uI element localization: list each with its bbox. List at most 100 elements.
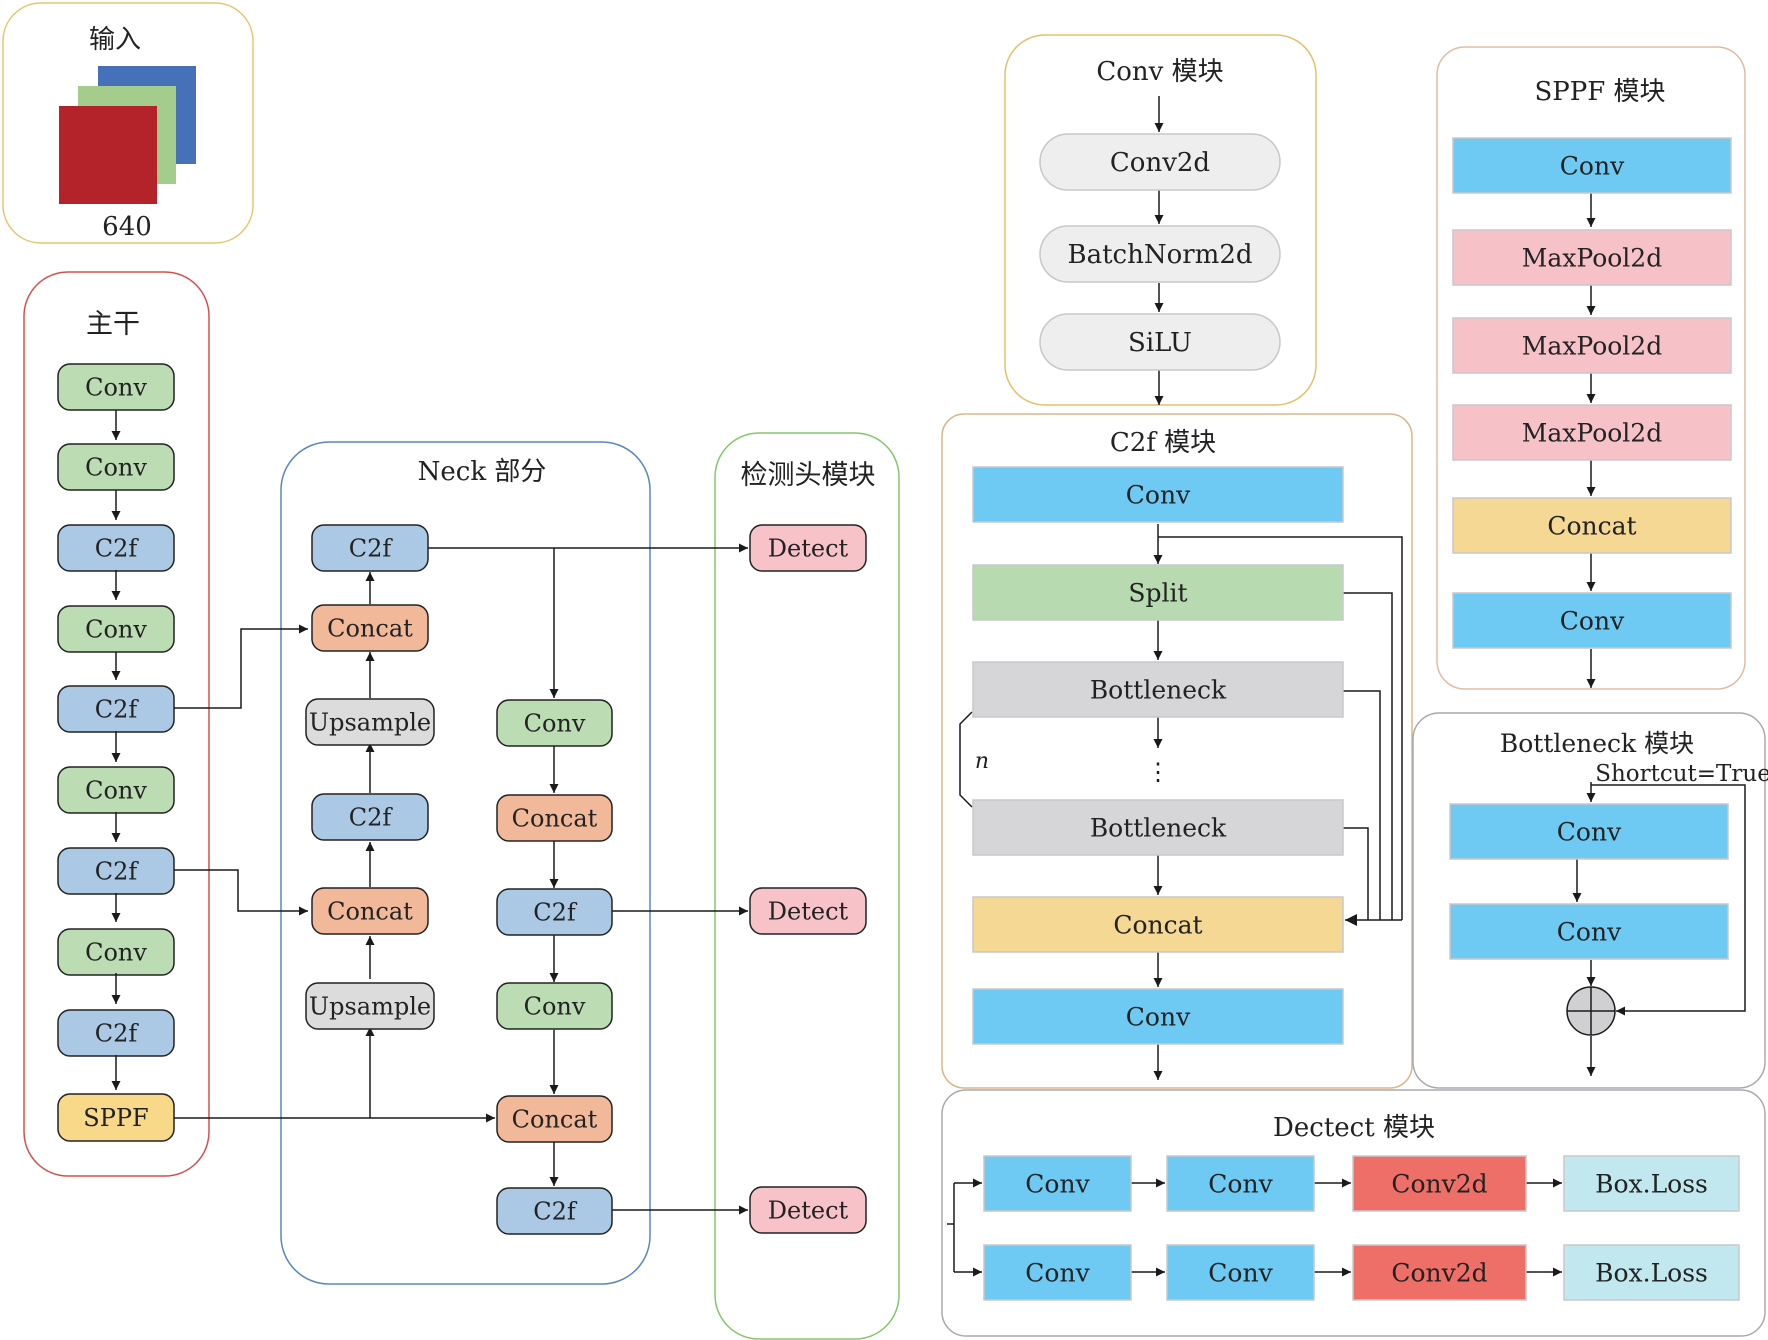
c2f-repeat-label: n xyxy=(975,749,989,774)
sppf-block-concat: Concat xyxy=(1452,497,1732,554)
detect-module-block-conv-shape xyxy=(983,1244,1132,1301)
detect-block-shape xyxy=(749,1186,867,1234)
backbone-title: 主干 xyxy=(86,309,140,340)
c2f-block-conv: Conv xyxy=(972,988,1344,1045)
neck-block-concat-label: Concat xyxy=(327,614,413,642)
c2f-block-bottleneck: Bottleneck xyxy=(972,799,1344,856)
sppf-block-maxpool2d: MaxPool2d xyxy=(1452,404,1732,461)
detect-module-block-conv: Conv xyxy=(1166,1155,1315,1212)
bottleneck-shortcut-line xyxy=(1591,784,1746,1016)
sppf-block-maxpool2d-label: MaxPool2d xyxy=(1522,331,1662,360)
detect-module-block-conv: Conv xyxy=(983,1244,1132,1301)
conv-module-title: Conv 模块 xyxy=(1096,57,1223,87)
detect-module-block-box-loss: Box.Loss xyxy=(1563,1244,1740,1301)
neck-block-conv: Conv xyxy=(496,982,613,1030)
c2f-block-bottleneck-shape xyxy=(972,799,1344,856)
neck-block-c2f-label: C2f xyxy=(349,803,394,831)
detect-module-block-conv2d-label: Conv2d xyxy=(1391,1169,1487,1198)
detect-module-block-conv-label: Conv xyxy=(1208,1258,1273,1287)
sppf-block-maxpool2d-shape xyxy=(1452,229,1732,286)
bottleneck-block-conv-label: Conv xyxy=(1557,817,1622,846)
backbone-block-c2f-label: C2f xyxy=(95,534,140,562)
detect-module-block-box-loss: Box.Loss xyxy=(1563,1155,1740,1212)
sppf-block-conv-label: Conv xyxy=(1560,606,1625,635)
detect-module-block-conv2d: Conv2d xyxy=(1352,1155,1527,1212)
detect-module-block-conv2d-label: Conv2d xyxy=(1391,1258,1487,1287)
head-panel xyxy=(714,432,900,1340)
sppf-block-concat-label: Concat xyxy=(1547,511,1636,540)
c2f-block-bottleneck-shape xyxy=(972,661,1344,718)
neck-block-upsample-shape xyxy=(305,698,435,746)
detect-module-block-conv-label: Conv xyxy=(1208,1169,1273,1198)
detect-module-block-conv: Conv xyxy=(1166,1244,1315,1301)
sppf-block-concat-shape xyxy=(1452,497,1732,554)
backbone-block-c2f: C2f xyxy=(57,1009,175,1057)
add-icon xyxy=(1566,986,1616,1036)
backbone-block-c2f: C2f xyxy=(57,685,175,733)
detect-module-block-box-loss-shape xyxy=(1563,1244,1740,1301)
c2f-block-split: Split xyxy=(972,564,1344,621)
neck-block-c2f-shape xyxy=(496,1187,613,1235)
sppf-module-panel xyxy=(1436,46,1746,690)
neck-block-conv-label: Conv xyxy=(524,709,586,737)
neck-block-c2f-shape xyxy=(496,888,613,936)
c2f-skip xyxy=(1343,592,1393,920)
neck-block-concat: Concat xyxy=(496,1095,613,1143)
c2f-block-conv: Conv xyxy=(972,466,1344,523)
neck-block-concat: Concat xyxy=(311,887,429,935)
neck-block-c2f: C2f xyxy=(311,793,429,841)
detect-block-label: Detect xyxy=(768,1196,849,1224)
bottleneck-block-conv-shape xyxy=(1449,803,1729,860)
c2f-block-conv-label: Conv xyxy=(1126,1002,1191,1031)
neck-block-concat-shape xyxy=(311,887,429,935)
detect-block-label: Detect xyxy=(768,534,849,562)
sppf-block-maxpool2d: MaxPool2d xyxy=(1452,317,1732,374)
conv-module-block-silu: SiLU xyxy=(1039,313,1281,371)
c2f-block-split-shape xyxy=(972,564,1344,621)
neck-block-c2f: C2f xyxy=(496,888,613,936)
backbone-block-conv-label: Conv xyxy=(85,373,147,401)
input-title: 输入 xyxy=(89,25,141,55)
neck-block-upsample-shape xyxy=(305,982,435,1030)
bottleneck-module-title: Bottleneck 模块 xyxy=(1500,729,1694,758)
backbone-block-conv-label: Conv xyxy=(85,453,147,481)
c2f-dots: ⋮ xyxy=(1146,758,1170,786)
c2f-block-concat: Concat xyxy=(972,896,1344,953)
sppf-block-conv-shape xyxy=(1452,137,1732,194)
c2f-block-concat-label: Concat xyxy=(1113,910,1202,939)
detect-module-block-conv-shape xyxy=(983,1155,1132,1212)
backbone-block-c2f-label: C2f xyxy=(95,695,140,723)
neck-block-upsample: Upsample xyxy=(305,698,435,746)
detect-module-block-conv-label: Conv xyxy=(1025,1169,1090,1198)
backbone-block-conv: Conv xyxy=(57,363,175,411)
detect-module-title: Dectect 模块 xyxy=(1273,1113,1435,1143)
neck-block-concat-label: Concat xyxy=(512,1105,598,1133)
detect-block: Detect xyxy=(749,1186,867,1234)
neck-block-conv-shape xyxy=(496,699,613,747)
bottleneck-block-conv: Conv xyxy=(1449,903,1729,960)
neck-block-concat: Concat xyxy=(496,794,613,842)
neck-block-upsample-label: Upsample xyxy=(309,708,431,736)
neck-block-c2f: C2f xyxy=(496,1187,613,1235)
neck-block-conv: Conv xyxy=(496,699,613,747)
bottleneck-block-conv-label: Conv xyxy=(1557,917,1622,946)
detect-module-block-box-loss-label: Box.Loss xyxy=(1595,1169,1708,1198)
conv-module-panel xyxy=(1004,34,1317,406)
neck-block-c2f-label: C2f xyxy=(533,898,578,926)
c2f-skip xyxy=(1343,827,1369,920)
detect-block: Detect xyxy=(749,887,867,935)
bottleneck-shortcut-label: Shortcut=True xyxy=(1595,761,1768,787)
input-panel xyxy=(2,2,254,244)
head-title: 检测头模块 xyxy=(741,460,876,491)
detect-module-block-conv-shape xyxy=(1166,1155,1315,1212)
sppf-module-title: SPPF 模块 xyxy=(1534,77,1665,107)
neck-block-upsample-label: Upsample xyxy=(309,992,431,1020)
detect-module-block-conv-shape xyxy=(1166,1244,1315,1301)
backbone-block-conv-label: Conv xyxy=(85,938,147,966)
sppf-block-maxpool2d-shape xyxy=(1452,317,1732,374)
connector-c2f-to-concat xyxy=(174,869,308,916)
bottleneck-module-panel xyxy=(1412,712,1766,1089)
sppf-block-maxpool2d-label: MaxPool2d xyxy=(1522,418,1662,447)
c2f-repeat-bracket xyxy=(959,711,973,808)
c2f-block-conv-shape xyxy=(972,466,1344,523)
